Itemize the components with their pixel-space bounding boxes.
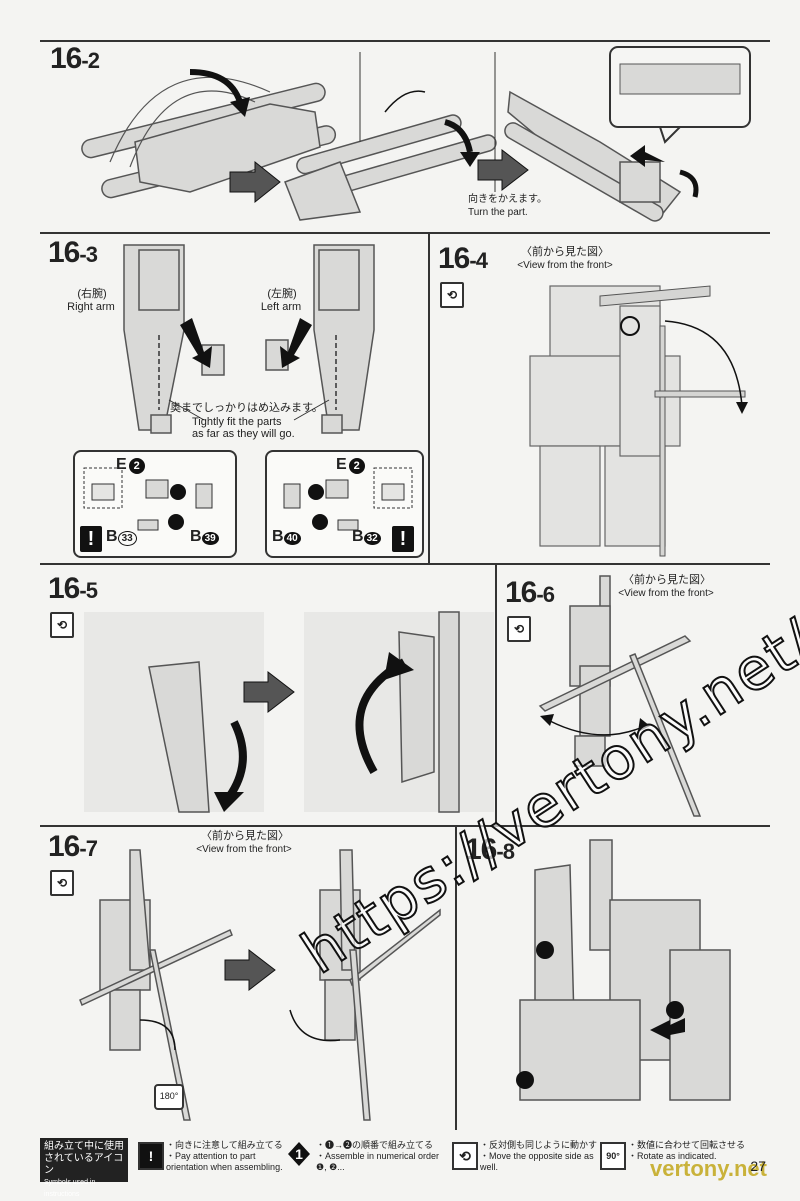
- step-16-4-number: 16-4: [438, 242, 488, 275]
- opposite-side-icon: ⟲: [452, 1142, 478, 1170]
- step-16-3-illustration: [123, 244, 375, 434]
- opposite-side-icon: ⟲: [50, 870, 74, 896]
- left-arm-detail-parts: [283, 467, 413, 531]
- legend-item-rotate: 90° ・数値に合わせて回転させる ・Rotate as indicated.: [600, 1138, 750, 1182]
- divider-col-16-5: [495, 563, 497, 825]
- orientation-warning-icon: !: [392, 526, 414, 552]
- divider-row-2: [40, 563, 770, 565]
- fit-note-en-2: as far as they will go.: [192, 428, 295, 440]
- left-arm-label-en: Left arm: [260, 301, 302, 313]
- legend-item-text: ・向きに注意して組み立てる ・Pay attention to part ori…: [166, 1140, 286, 1173]
- symbols-legend: 組み立て中に使用 されているアイコン Symbols used in instr…: [40, 1138, 760, 1198]
- legend-item-jp: ・向きに注意して組み立てる: [166, 1140, 283, 1150]
- step-16-4-view-en: <View from the front>: [517, 260, 613, 271]
- step-16-7-illustration: [79, 849, 441, 1121]
- legend-title: 組み立て中に使用 されているアイコン Symbols used in instr…: [40, 1138, 128, 1198]
- step-16-2-number: 16-2: [50, 42, 100, 75]
- step-16-4-view-jp: 〈前から見た図〉: [521, 246, 609, 258]
- legend-item-jp: ・❶→❷の順番で組み立てる: [316, 1140, 434, 1150]
- right-arm-label-jp: (右腕): [77, 288, 107, 300]
- numbered-step-icon: 1: [288, 1142, 310, 1166]
- step-16-7-view-en: <View from the front>: [196, 844, 292, 855]
- legend-item-en: ・Assemble in numerical order ❶, ❷...: [316, 1151, 440, 1172]
- opposite-side-icon: ⟲: [507, 616, 531, 642]
- legend-item-en: ・Rotate as indicated.: [628, 1151, 717, 1161]
- step-16-5-illustration: [84, 611, 494, 813]
- right-arm-label-en: Right arm: [67, 301, 115, 313]
- legend-item-text: ・数値に合わせて回転させる ・Rotate as indicated.: [628, 1140, 746, 1162]
- step-16-2-note-en: Turn the part.: [468, 207, 528, 218]
- left-arm-label-jp: (左腕): [267, 288, 297, 300]
- right-arm-detail-parts: [83, 467, 213, 531]
- divider-col-16-7: [455, 825, 457, 1130]
- legend-item-en: ・Move the opposite side as well.: [480, 1151, 594, 1172]
- step-16-6-illustration: [538, 575, 702, 817]
- legend-item-orientation: ! ・向きに注意して組み立てる ・Pay attention to part o…: [138, 1138, 288, 1182]
- warning-icon: !: [138, 1142, 164, 1170]
- legend-title-jp-1: 組み立て中に使用: [44, 1141, 124, 1152]
- step-16-6-view-jp: 〈前から見た図〉: [623, 574, 711, 586]
- divider-row-1: [40, 232, 770, 234]
- small-watermark: vertony.net: [650, 1156, 767, 1181]
- step-16-4-illustration: [529, 285, 748, 557]
- orientation-warning-icon: !: [80, 526, 102, 552]
- legend-item-text: ・❶→❷の順番で組み立てる ・Assemble in numerical ord…: [316, 1140, 446, 1173]
- legend-item-text: ・反対側も同じように動かす ・Move the opposite side as…: [480, 1140, 598, 1173]
- divider-col-16-3: [428, 232, 430, 563]
- top-border: [40, 40, 770, 42]
- page-number: 27: [750, 1158, 766, 1174]
- fit-note-en-1: Tightly fit the parts: [192, 416, 282, 428]
- legend-title-jp-2: されているアイコン: [44, 1153, 124, 1176]
- legend-item-opposite-side: ⟲ ・反対側も同じように動かす ・Move the opposite side …: [452, 1138, 602, 1182]
- legend-item-order: 1 ・❶→❷の順番で組み立てる ・Assemble in numerical o…: [288, 1138, 448, 1182]
- opposite-side-icon: ⟲: [50, 612, 74, 638]
- step-16-5-number: 16-5: [48, 572, 98, 605]
- legend-title-en: Symbols used in instructions: [44, 1179, 96, 1198]
- step-16-7-view-jp: 〈前から見た図〉: [201, 830, 289, 842]
- step-16-3-number: 16-3: [48, 236, 98, 269]
- step-16-6-number: 16-6: [505, 576, 555, 609]
- step-16-7-number: 16-7: [48, 830, 98, 863]
- fit-note-jp: 奥までしっかりはめ込みます。: [170, 402, 323, 414]
- step-16-2-note-jp: 向きをかえます。: [468, 194, 547, 205]
- divider-row-3: [40, 825, 770, 827]
- step-16-2-illustration: [81, 46, 751, 222]
- step-16-6-view-en: <View from the front>: [618, 588, 714, 599]
- step-16-8-number: 16-8: [465, 833, 515, 866]
- legend-item-jp: ・数値に合わせて回転させる: [628, 1140, 746, 1150]
- rotate-icon: 90°: [600, 1142, 626, 1170]
- legend-item-en: ・Pay attention to part orientation when …: [166, 1151, 283, 1172]
- opposite-side-icon: ⟲: [440, 282, 464, 308]
- legend-item-jp: ・反対側も同じように動かす: [480, 1140, 598, 1150]
- step-16-8-illustration: [516, 839, 731, 1101]
- rotate-180-icon: 180°: [154, 1084, 184, 1110]
